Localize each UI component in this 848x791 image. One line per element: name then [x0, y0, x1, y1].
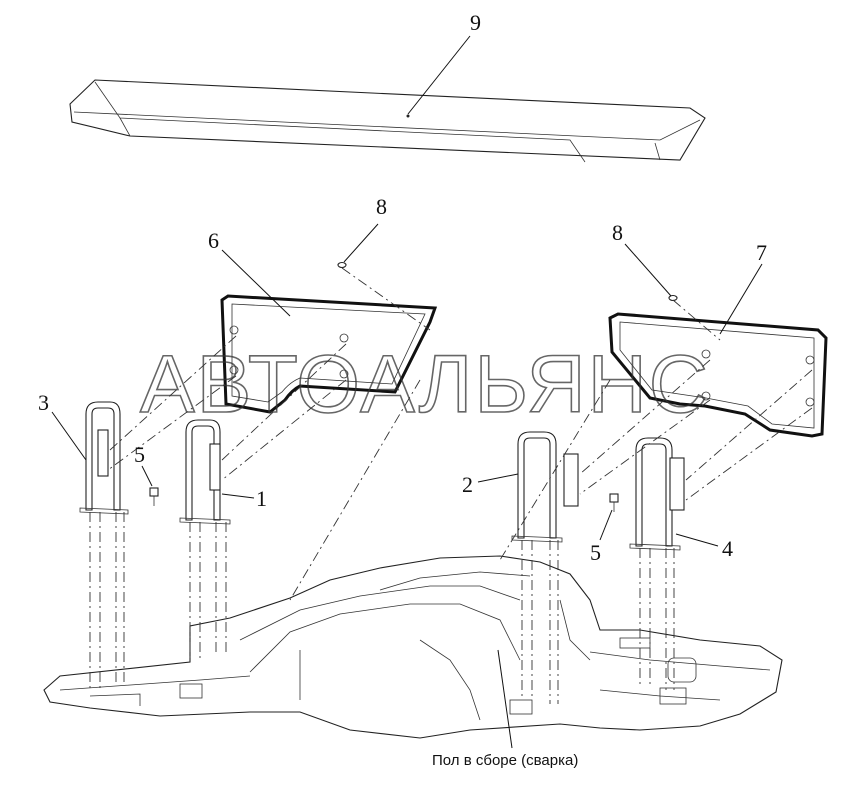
callout-7: 7 [756, 240, 767, 265]
callout-5-left: 5 [134, 442, 145, 467]
seat-cushion-part-9 [69, 79, 706, 163]
floor-assembly [43, 555, 783, 739]
leader-lines [51, 35, 763, 749]
callout-1: 1 [256, 486, 267, 511]
bracket-part-3 [79, 401, 129, 515]
callout-4: 4 [722, 536, 733, 561]
side-panel-part-6 [220, 294, 438, 414]
clip-part-8-right [668, 294, 678, 302]
bolt-part-5-right [609, 493, 619, 512]
side-panel-part-7 [608, 312, 828, 438]
bolt-part-5-left [149, 487, 159, 506]
callout-3: 3 [38, 390, 49, 415]
callout-numbers: 9 8 8 6 7 3 5 1 2 5 4 [38, 10, 767, 565]
callout-6: 6 [208, 228, 219, 253]
watermark-text: АВТОАЛЬЯНС [140, 339, 710, 430]
bracket-part-4 [629, 437, 685, 551]
callout-9: 9 [470, 10, 481, 35]
callout-8-left: 8 [376, 194, 387, 219]
callout-8-right: 8 [612, 220, 623, 245]
floor-assembly-caption: Пол в сборе (сварка) [432, 752, 578, 769]
clip-part-8-left [337, 261, 347, 269]
assembly-lines [89, 267, 813, 704]
callout-5-right: 5 [590, 540, 601, 565]
bracket-part-2 [511, 431, 579, 543]
callout-2: 2 [462, 472, 473, 497]
bracket-part-1 [179, 419, 231, 525]
